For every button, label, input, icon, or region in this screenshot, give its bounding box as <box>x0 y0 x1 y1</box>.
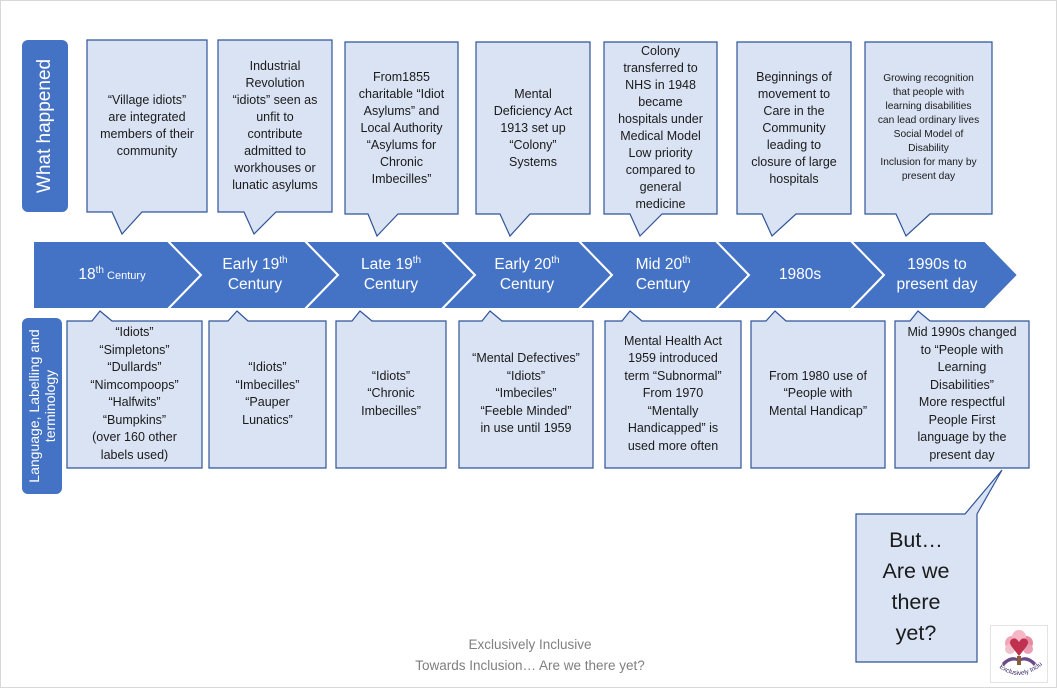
what-happened-callout-3 <box>344 41 459 238</box>
era-label-3: Late 19th Century <box>336 245 446 305</box>
era-label-1: 18th Century <box>52 245 172 305</box>
era-label-5: Mid 20th Century <box>608 245 718 305</box>
language-callout-4 <box>458 310 594 469</box>
what-happened-label-text: What happened <box>34 58 55 194</box>
era-6-text: 1980s <box>778 266 822 283</box>
era-4-text: Early 20 <box>494 256 552 273</box>
what-happened-text-5: Colony transferred to NHS in 1948 became… <box>618 44 703 211</box>
exclusively-inclusive-logo: Exclusively Inclusive <box>990 625 1048 683</box>
language-callout-3 <box>335 310 447 469</box>
era-1-rest: Century <box>104 269 146 282</box>
language-callout-2 <box>208 310 327 469</box>
era-3-text: Late 19 <box>360 256 413 273</box>
era-1-sup: th <box>95 264 104 276</box>
what-happened-text-6: Beginnings of movement to Care in the Co… <box>751 69 837 186</box>
what-happened-callout-6 <box>736 41 852 238</box>
era-2-rest: Century <box>227 276 283 293</box>
language-text-3: “Idiots” “Chronic Imbecilles” <box>361 368 421 418</box>
language-callout-1 <box>66 310 203 469</box>
era-4-rest: Century <box>499 276 555 293</box>
tree-icon <box>1002 630 1036 666</box>
language-text-5: Mental Health Act 1959 introduced term “… <box>624 333 722 453</box>
what-happened-text-1: “Village idiots” are integrated members … <box>100 93 194 158</box>
language-text-2: “Idiots” “Imbecilles” “Pauper Lunatics” <box>235 360 300 427</box>
era-arrow-7 <box>848 240 1020 310</box>
era-5-rest: Century <box>635 276 691 293</box>
era-5-sup: th <box>682 255 691 266</box>
language-text-1: “Idiots” “Simpletons” “Dullards” “Nimcom… <box>90 325 179 462</box>
era-label-2: Early 19th Century <box>200 245 310 305</box>
what-happened-text-3: From1855 charitable “Idiot Asylums” and … <box>358 69 445 186</box>
era-5-text: Mid 20 <box>635 256 683 273</box>
language-label-text: Language, Labelling and terminology <box>26 329 58 483</box>
era-4-sup: th <box>551 255 560 266</box>
era-label-7: 1990s to present day <box>882 245 992 305</box>
era-label-6: 1980s <box>745 245 855 305</box>
what-happened-callout-1 <box>86 39 208 236</box>
what-happened-text-2: Industrial Revolution “idiots” seen as u… <box>232 59 318 192</box>
language-label: Language, Labelling and terminology <box>22 318 62 494</box>
question-speech-bubble <box>855 469 1003 663</box>
era-3-rest: Century <box>363 276 419 293</box>
era-7-text: 1990s to present day <box>896 256 978 293</box>
what-happened-text-4: Mental Deficiency Act 1913 set up “Colon… <box>493 86 573 169</box>
footer-title: Exclusively Inclusive <box>468 637 592 652</box>
what-happened-callout-2 <box>217 39 333 236</box>
what-happened-callout-4 <box>475 41 591 238</box>
question-text: But… Are we there yet? <box>882 528 950 645</box>
what-happened-callout-5 <box>603 41 718 238</box>
era-3-sup: th <box>412 255 422 266</box>
what-happened-label: What happened <box>22 40 68 212</box>
language-callout-7 <box>894 310 1030 469</box>
language-text-7: Mid 1990s changed to “People with Learni… <box>907 325 1017 462</box>
footer-subtitle: Towards Inclusion… Are we there yet? <box>415 658 645 673</box>
era-2-text: Early 19 <box>222 256 280 273</box>
era-1-text: 18 <box>78 265 96 283</box>
footer: Exclusively Inclusive Towards Inclusion…… <box>330 634 730 676</box>
era-2-sup: th <box>279 255 288 266</box>
what-happened-text-7: Growing recognition that people with lea… <box>877 73 980 182</box>
language-text-4: “Mental Defectives” “Idiots” “Imbeciles”… <box>472 351 580 436</box>
language-callout-6 <box>750 310 886 469</box>
language-text-6: From 1980 use of “People with Mental Han… <box>769 368 867 418</box>
era-label-4: Early 20th Century <box>472 245 582 305</box>
language-callout-5 <box>604 310 742 469</box>
what-happened-callout-7 <box>864 41 993 238</box>
